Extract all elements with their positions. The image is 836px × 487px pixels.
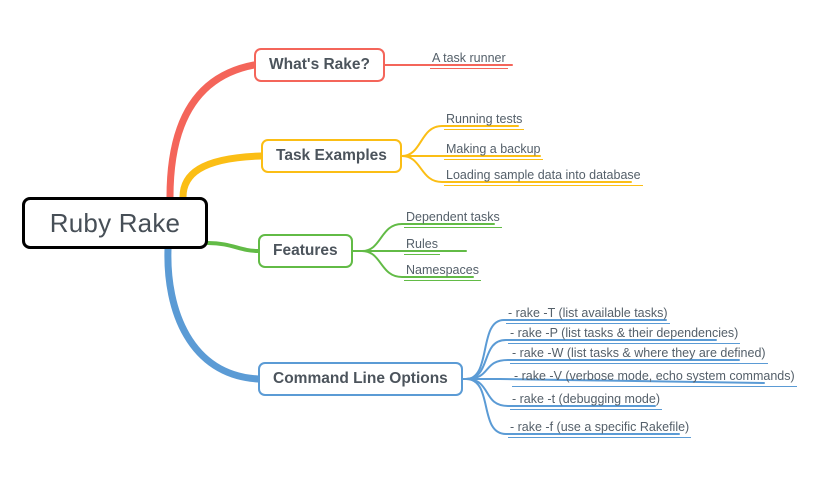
branch-node-label: Command Line Options: [273, 370, 448, 387]
trunk-whats-rake: [166, 61, 258, 201]
branch-node-label: Features: [273, 242, 338, 259]
branch-node-label: Task Examples: [276, 147, 387, 164]
branch-node-task-examples[interactable]: Task Examples: [261, 139, 402, 173]
trunk-command-line-options: [164, 245, 262, 383]
leaf-node[interactable]: Making a backup: [444, 141, 543, 160]
leaf-node[interactable]: Loading sample data into database: [444, 167, 643, 186]
branch-node-whats-rake[interactable]: What's Rake?: [254, 48, 386, 82]
leaf-node[interactable]: A task runner: [430, 50, 508, 69]
branch-node-features[interactable]: Features: [258, 234, 353, 268]
trunk-task-examples: [179, 152, 265, 201]
branch-node-command-line-options[interactable]: Command Line Options: [258, 362, 463, 396]
leaf-node[interactable]: - rake -V (verbose mode, echo system com…: [512, 368, 797, 387]
root-node-label: Ruby Rake: [49, 207, 181, 238]
root-node[interactable]: Ruby Rake: [22, 197, 208, 249]
branch-node-label: What's Rake?: [269, 56, 371, 73]
trunk-features: [206, 241, 260, 253]
leaf-node[interactable]: Dependent tasks: [404, 209, 502, 228]
leaf-node[interactable]: - rake -t (debugging mode): [510, 391, 662, 410]
leaf-node[interactable]: Running tests: [444, 111, 525, 130]
leaf-node[interactable]: - rake -W (list tasks & where they are d…: [510, 345, 768, 364]
leaf-node[interactable]: - rake -P (list tasks & their dependenci…: [508, 325, 741, 344]
leaf-node[interactable]: Namespaces: [404, 262, 481, 281]
leaf-node[interactable]: Rules: [404, 236, 440, 255]
leaf-node[interactable]: - rake -T (list available tasks): [506, 305, 670, 324]
leaf-node[interactable]: - rake -f (use a specific Rakefile): [508, 419, 692, 438]
